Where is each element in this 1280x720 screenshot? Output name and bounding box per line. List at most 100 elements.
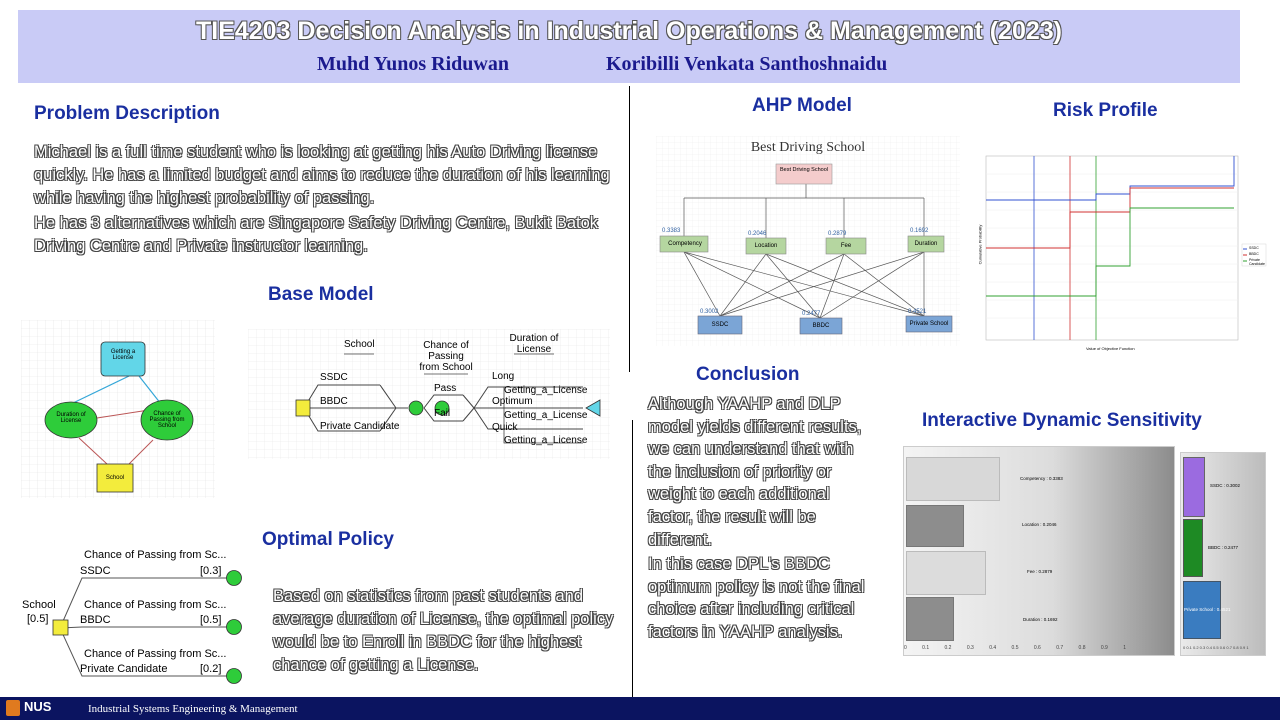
ahp-weight-location: 0.2046 [748, 231, 767, 237]
tree-duration-label: Duration of License [509, 333, 559, 355]
column-divider-bottom [632, 420, 633, 697]
policy-chance-node-3 [226, 668, 242, 684]
goal-node [100, 341, 146, 377]
sens-alt-bar-ssdc[interactable] [1183, 457, 1205, 517]
ahp-label-ssdc: SSDC [711, 322, 729, 328]
nus-crest-icon [6, 700, 20, 716]
ahp-criterion-duration [907, 235, 945, 253]
sens-alt-bar-private[interactable] [1183, 581, 1221, 639]
sens-label-duration: Duration : 0.1692 [1023, 617, 1058, 622]
decision-node [295, 399, 311, 417]
sens-axis-ticks: 0 0.1 0.2 0.3 0.4 0.5 0.6 0.7 0.8 0.9 1 [904, 645, 1127, 651]
duration-node [44, 401, 98, 439]
ahp-label-private: Private School [909, 321, 949, 327]
goal-node-label: Getting a License [110, 349, 136, 361]
ahp-weight-ssdc: 0.3002 [700, 309, 719, 315]
tree-outcome-1: Getting_a_License [504, 385, 588, 396]
duration-node-label: Duration of License [56, 412, 86, 424]
conclusion-heading: Conclusion [696, 364, 800, 385]
policy-root-label: School [22, 599, 56, 611]
tree-alt-ssdc: SSDC [320, 372, 348, 383]
policy-branch-3-chance: Chance of Passing from Sc... [84, 648, 227, 660]
ahp-weight-private: 0.4521 [908, 309, 927, 315]
ahp-diagram: Best Driving School Best Driving School … [656, 136, 960, 346]
risk-legend-box [1241, 243, 1267, 267]
conclusion-para-2: In this case DPL's BBDC optimum policy i… [648, 555, 865, 641]
policy-branch-1-value: [0.3] [200, 565, 222, 577]
sens-bar-fee[interactable] [906, 551, 986, 595]
problem-para-1: Michael is a full time student who is lo… [34, 143, 610, 207]
risk-profile-heading: Risk Profile [1053, 100, 1158, 121]
school-node-label: School [105, 475, 125, 481]
end-node [585, 399, 601, 417]
policy-branch-3-value: [0.2] [200, 663, 222, 675]
base-decision-tree: School Chance of Passing from School Dur… [248, 329, 610, 459]
ahp-heading: AHP Model [752, 95, 852, 116]
policy-branch-2-value: [0.5] [200, 614, 222, 626]
sens-bar-location[interactable] [906, 505, 964, 547]
sens-alt-label-private: Private School : 0.4521 [1184, 607, 1231, 612]
chance-node [140, 399, 194, 441]
policy-branch-1-name: SSDC [80, 565, 111, 577]
policy-chance-node-2 [226, 619, 242, 635]
base-model-heading: Base Model [268, 284, 374, 305]
sens-alt-bar-bbdc[interactable] [1183, 519, 1203, 577]
risk-profile-chart: SSDC BBDC Private Candidate Value of Obj… [976, 150, 1268, 356]
ahp-weight-competency: 0.3383 [662, 228, 681, 234]
sens-label-competency: Competency : 0.3383 [1020, 476, 1063, 481]
policy-branch-3-name: Private Candidate [80, 663, 168, 675]
sens-alt-label-bbdc: BBDC : 0.2477 [1208, 545, 1239, 550]
risk-legend-private: Private Candidate [1249, 258, 1265, 266]
chance-node-2 [434, 400, 450, 416]
sens-bar-competency[interactable] [906, 457, 1000, 501]
risk-legend-bbdc: BBDC [1249, 252, 1259, 256]
tree-pass-label: Pass [434, 383, 457, 394]
tree-alt-bbdc: BBDC [320, 396, 348, 407]
footer-text: Industrial Systems Engineering & Managem… [88, 703, 298, 715]
sens-bar-duration[interactable] [906, 597, 954, 641]
author-2: Koribilli Venkata Santhoshnaidu [606, 53, 888, 75]
tree-outcome-2: Getting_a_License [504, 410, 588, 421]
optimal-policy-text: Based on statistics from past students a… [273, 587, 614, 674]
ahp-weight-fee: 0.2879 [828, 231, 847, 237]
ahp-label-competency: Competency [668, 241, 702, 247]
tree-quick-label: Quick [492, 422, 518, 433]
sensitivity-alternatives-panel: SSDC : 0.3002 BBDC : 0.2477 Private Scho… [1180, 452, 1266, 656]
ahp-alt-ssdc [697, 315, 743, 335]
conclusion-text: Although YAAHP and DLP model yields diff… [648, 393, 876, 646]
risk-ylabel: Cumulative Probability [977, 224, 983, 265]
influence-diagram: Getting a License Duration of License Ch… [21, 320, 215, 498]
header-banner [18, 10, 1240, 83]
tree-chance-label: Chance of Passing from School [419, 340, 473, 373]
policy-branch-2-name: BBDC [80, 614, 111, 626]
ahp-label-duration: Duration [914, 241, 938, 247]
optimal-policy-tree: School [0.5] Chance of Passing from Sc..… [20, 546, 250, 691]
nus-logo-text: NUS [24, 699, 52, 714]
problem-para-2: He has 3 alternatives which are Singapor… [34, 214, 599, 255]
problem-text: Michael is a full time student who is lo… [34, 141, 624, 260]
poster-title: TIE4203 Decision Analysis in Industrial … [195, 17, 1062, 45]
footer-bar [0, 697, 1280, 720]
ahp-goal-label: Best Driving School [780, 167, 828, 173]
ahp-goal-node [775, 163, 833, 185]
ahp-criterion-location [745, 237, 787, 255]
tree-fail-label: Fail [434, 408, 451, 419]
ahp-label-fee: Fee [840, 243, 852, 249]
ahp-label-bbdc: BBDC [812, 323, 830, 329]
tree-outcome-3: Getting_a_License [504, 435, 588, 446]
optimal-policy-heading: Optimal Policy [262, 529, 394, 550]
ahp-alt-bbdc [799, 317, 843, 335]
problem-heading: Problem Description [34, 103, 220, 124]
sens-label-fee: Fee : 0.2879 [1027, 569, 1053, 574]
ahp-chart-title: Best Driving School [750, 140, 866, 155]
tree-optimum-label: Optimum [492, 396, 533, 407]
school-node [96, 463, 134, 493]
policy-root-value: [0.5] [27, 613, 49, 625]
policy-branch-2-chance: Chance of Passing from Sc... [84, 599, 227, 611]
sensitivity-heading: Interactive Dynamic Sensitivity [922, 410, 1202, 431]
tree-long-label: Long [492, 371, 515, 382]
risk-xlabel: Value of Objective Function [1086, 346, 1135, 351]
ahp-criterion-competency [659, 235, 709, 253]
ahp-alt-private [905, 315, 953, 333]
ahp-weight-duration: 0.1692 [910, 228, 929, 234]
